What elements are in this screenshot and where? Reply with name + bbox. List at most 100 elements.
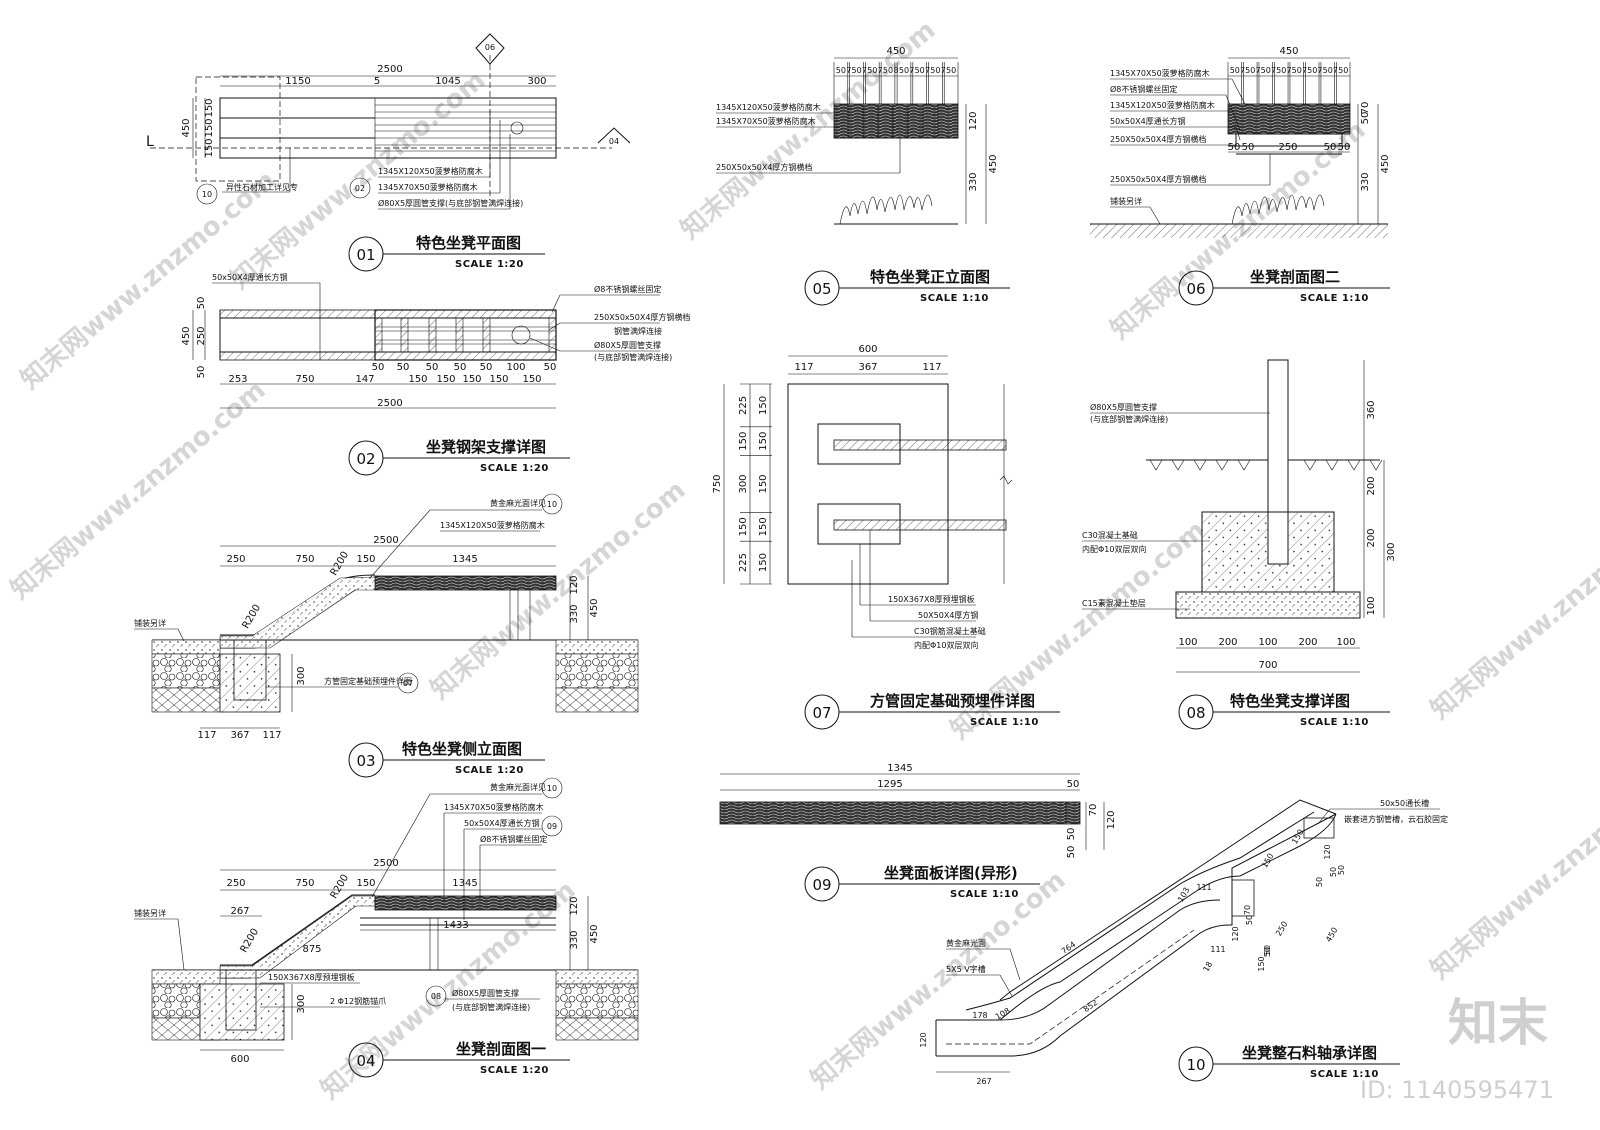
drawing-title: 方管固定基础预埋件详图 — [870, 692, 1035, 710]
dim: 50 — [1337, 865, 1346, 875]
dim: 150 — [356, 554, 375, 565]
dim-total: 700 — [1258, 660, 1277, 671]
dim: 450 — [589, 924, 600, 943]
callout: 嵌套进方钢管槽，云石胶固定 — [1344, 814, 1448, 824]
callout: Ø8不锈钢螺丝固定 — [1110, 84, 1177, 94]
drawing-scale: SCALE 1:20 — [455, 259, 524, 270]
dim: 50 — [915, 66, 925, 75]
dim: 7 — [1255, 66, 1260, 75]
section-tag: 04 — [609, 137, 619, 146]
dim: 50 — [930, 66, 940, 75]
dim: 450 — [988, 154, 999, 173]
dim: 150 — [204, 138, 215, 157]
callout: 150X367X8厚预埋钢板 — [888, 594, 975, 604]
drawing-number: 02 — [356, 450, 375, 468]
dim-total: 600 — [858, 344, 877, 355]
dim: 50 — [1066, 828, 1077, 841]
drawing-scale: SCALE 1:10 — [920, 293, 989, 304]
dim: 150 — [1260, 852, 1275, 870]
dim-total: 2500 — [377, 398, 402, 409]
dim: 367 — [230, 730, 249, 741]
callout: 黄金麻光面 — [946, 938, 986, 948]
detail-tag: 07 — [403, 679, 413, 688]
dim: 111 — [1210, 945, 1225, 954]
callout: 铺装另详 — [134, 618, 166, 628]
dim: 120 — [968, 111, 979, 130]
callout: 2 Φ12钢筋锚爪 — [330, 996, 386, 1006]
drawing-scale: SCALE 1:10 — [1300, 717, 1369, 728]
dim: 250 — [1274, 920, 1289, 938]
dim-total: 450 — [1279, 46, 1298, 57]
drawing-number: 05 — [812, 280, 831, 298]
dim: 70 — [1088, 804, 1099, 817]
dim: 330 — [569, 930, 580, 949]
dim: 450 — [1324, 926, 1339, 944]
watermark-logo: 知末 — [1448, 994, 1548, 1052]
dim: 120 — [1323, 844, 1332, 859]
detail-tag: 09 — [547, 822, 557, 831]
callout: 5X5 V字槽 — [946, 964, 986, 974]
dim: 147 — [355, 374, 374, 385]
dim: 50 — [1228, 142, 1241, 153]
dim: 360 — [1366, 400, 1377, 419]
dim: 50 — [1245, 66, 1255, 75]
dim: 200 — [1366, 528, 1377, 547]
dim-total: 750 — [712, 474, 723, 493]
dim: 300 — [1386, 542, 1397, 561]
callout: 铺装另详 — [134, 908, 166, 918]
callout: Ø8不锈钢螺丝固定 — [480, 834, 547, 844]
dim: 7 — [1286, 66, 1291, 75]
dim: 7 — [941, 66, 946, 75]
dim: 50 — [1263, 947, 1272, 957]
dim: 50 — [1338, 66, 1348, 75]
drawing-02-frame: 450 50 250 50 253 750 147 50 50 150 50 1… — [181, 272, 690, 409]
dim: 50 — [1307, 66, 1317, 75]
callout: 内配Φ10双层双向 — [1082, 544, 1146, 554]
detail-tag: 10 — [547, 500, 557, 509]
slat-gaps — [847, 104, 939, 138]
dim: 117 — [794, 362, 813, 373]
dim: 200 — [1366, 476, 1377, 495]
dim: 150 — [436, 374, 455, 385]
dim: 100 — [1178, 637, 1197, 648]
dim: 250 — [196, 326, 207, 345]
dim: 7 — [925, 66, 930, 75]
callout: Ø80X5厚圆管支撑 — [1090, 402, 1157, 412]
dim: 100 — [1336, 637, 1355, 648]
dim: 150 — [356, 878, 375, 889]
callout: Ø80X5厚圆管支撑 — [452, 988, 519, 998]
dim: 225 — [738, 553, 749, 572]
drawing-number: 10 — [1186, 1056, 1205, 1074]
dim: 150 — [738, 517, 749, 536]
callout: 50x50X4厚通长方钢 — [1110, 116, 1186, 126]
dim: 117 — [262, 730, 281, 741]
callout: 250X50x50X4厚方钢横档 — [716, 162, 812, 172]
callout: 黄金麻光面详见 — [490, 782, 546, 792]
dim: 1150 — [285, 76, 310, 87]
dim: 50 — [1245, 915, 1254, 925]
dim: 750 — [295, 374, 314, 385]
drawing-title: 特色坐凳侧立面图 — [402, 740, 522, 758]
callout: Ø80X5厚圆管支撑(与底部钢管满焊连接) — [378, 198, 523, 208]
dim: 120 — [1106, 810, 1117, 829]
dim: 100 — [1366, 596, 1377, 615]
dim: 7 — [846, 66, 851, 75]
dim: 150 — [462, 374, 481, 385]
dim: 50 — [544, 362, 557, 373]
drawing-title: 特色坐凳正立面图 — [870, 268, 990, 286]
dim: R200 — [239, 927, 262, 955]
dim: 150 — [522, 374, 541, 385]
dim: 450 — [181, 118, 192, 137]
drawing-scale: SCALE 1:20 — [480, 463, 549, 474]
dim: 50 — [852, 66, 862, 75]
dim: 7 — [1317, 66, 1322, 75]
dim: 150 — [204, 118, 215, 137]
callout: 250X50x50X4厚方钢横档 — [1110, 174, 1206, 184]
